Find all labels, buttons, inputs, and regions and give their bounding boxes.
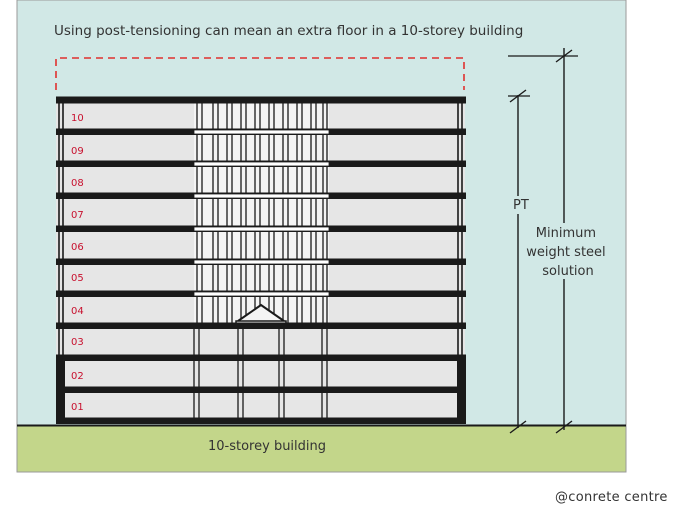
diagram-title: Using post-tensioning can mean an extra … bbox=[54, 23, 523, 39]
steel-label-line-2: weight steel bbox=[526, 245, 605, 260]
core-columns bbox=[194, 101, 329, 329]
floor-labels: 01 02 03 04 05 06 07 08 09 10 bbox=[71, 113, 84, 413]
steel-label: Minimum weight steel solution bbox=[526, 226, 610, 279]
lower-columns bbox=[193, 328, 328, 422]
floor-label-06: 06 bbox=[71, 242, 84, 253]
steel-label-line-1: Minimum bbox=[536, 226, 596, 241]
floor-label-08: 08 bbox=[71, 178, 84, 189]
core-column-lines bbox=[196, 101, 328, 326]
core-slab-band bbox=[193, 161, 330, 167]
floor-label-01: 01 bbox=[71, 402, 84, 413]
steel-label-bg bbox=[528, 223, 608, 279]
credit-text: @conrete centre bbox=[555, 490, 668, 505]
ground-label: 10-storey building bbox=[208, 439, 326, 454]
transfer-truss bbox=[237, 303, 285, 322]
floor-slabs bbox=[56, 96, 466, 424]
floor-label-07: 07 bbox=[71, 210, 84, 221]
extra-floor-outline bbox=[55, 57, 465, 90]
steel-label-line-3: solution bbox=[542, 264, 593, 279]
core-slab-band bbox=[193, 129, 330, 135]
floor-label-09: 09 bbox=[71, 146, 84, 157]
building: 01 02 03 04 05 06 07 08 09 10 bbox=[56, 96, 466, 424]
pt-label-bg bbox=[508, 196, 528, 214]
floor-label-04: 04 bbox=[71, 306, 84, 317]
floor-slab bbox=[56, 417, 466, 424]
core-slab-band bbox=[193, 259, 330, 265]
core-slab-band bbox=[193, 193, 330, 199]
roof-slab bbox=[56, 96, 466, 104]
floor-label-02: 02 bbox=[71, 371, 84, 382]
floor-slab bbox=[56, 322, 466, 329]
dimension-lines bbox=[508, 48, 608, 434]
floor-label-10: 10 bbox=[71, 113, 84, 124]
core-fill bbox=[194, 101, 329, 328]
core-slab-band bbox=[193, 291, 330, 297]
floor-label-05: 05 bbox=[71, 273, 84, 284]
pt-label: PT bbox=[513, 198, 529, 213]
floor-slab bbox=[56, 354, 466, 361]
steel-tick-bottom bbox=[555, 420, 573, 434]
floor-label-03: 03 bbox=[71, 337, 84, 348]
pt-tick-bottom bbox=[509, 420, 527, 434]
ground bbox=[16, 424, 627, 473]
core-slab-band bbox=[193, 226, 330, 232]
floor-slab bbox=[56, 386, 466, 393]
